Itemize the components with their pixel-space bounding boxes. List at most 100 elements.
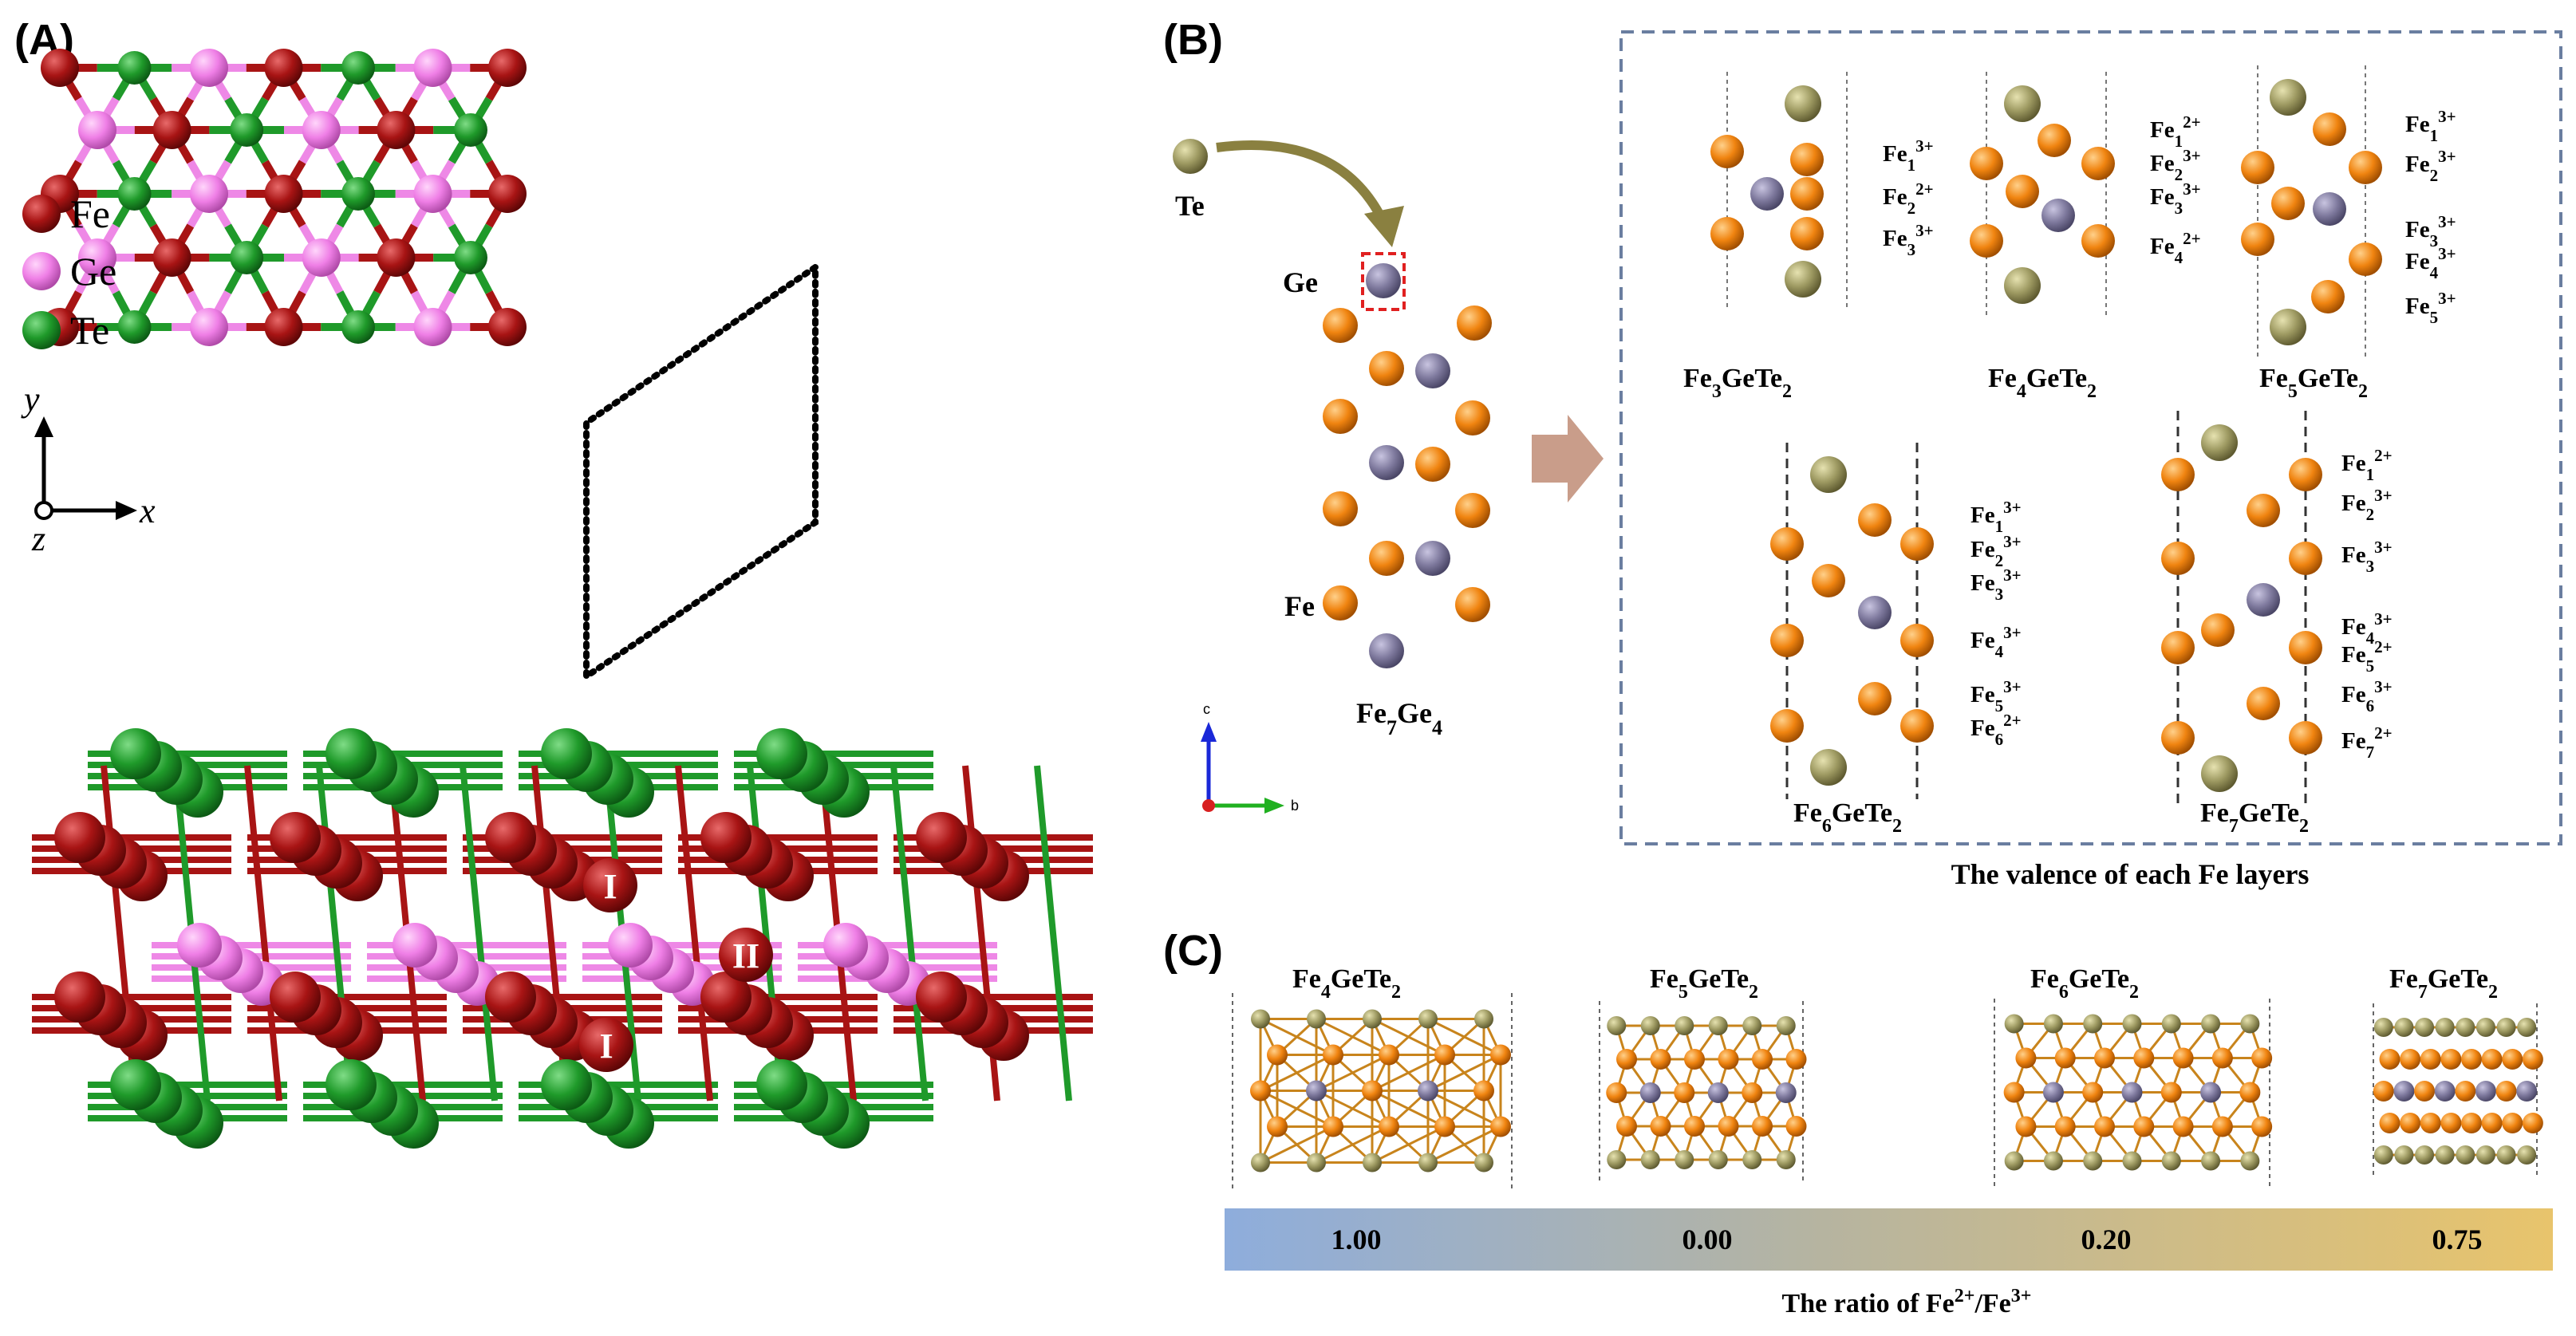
valence-label: Fe43+ — [2405, 244, 2456, 282]
compound-atom — [1810, 749, 1847, 786]
structure-atom — [1434, 1116, 1455, 1137]
structure-atom — [2373, 1145, 2393, 1165]
structure-atom — [2094, 1116, 2115, 1137]
structure-atom — [2042, 1082, 2064, 1103]
lattice-atom-ge — [190, 175, 228, 213]
fe7ge4-atom — [1369, 351, 1404, 386]
lattice-atom-te — [230, 241, 264, 274]
compound-title: Fe3GeTe2 — [1683, 364, 1792, 402]
side-atom-te — [325, 728, 377, 779]
compound-atom — [2289, 542, 2322, 575]
structure-atom — [1490, 1044, 1511, 1066]
compound-atom — [1810, 456, 1847, 493]
lattice-atom-fe — [488, 175, 527, 213]
structure-atom — [2502, 1113, 2523, 1133]
structure-atom — [1675, 1016, 1694, 1035]
structure-atom — [2400, 1113, 2421, 1133]
structure-atom — [1362, 1080, 1383, 1102]
structure-atom — [2201, 1151, 2221, 1171]
valence-label: Fe42+ — [2150, 229, 2201, 267]
legend-a: Fe Ge Te — [22, 191, 116, 353]
structure-atom — [1708, 1016, 1728, 1035]
fe7ge4-atom — [1323, 585, 1358, 621]
structure-title: Fe7GeTe2 — [2389, 964, 2498, 1003]
rod — [675, 765, 713, 1102]
side-atom-te — [756, 728, 807, 779]
structure-atom — [1650, 1049, 1671, 1070]
valence-label: Fe33+ — [2341, 538, 2393, 576]
structure-atom — [2373, 1081, 2394, 1102]
structure-bond — [1260, 1054, 1334, 1092]
valence-label: Fe23+ — [1970, 532, 2022, 570]
lattice-atom-ge — [302, 111, 341, 149]
lattice-atom-fe — [488, 49, 527, 87]
structure-atom — [1640, 1150, 1660, 1169]
structure-atom — [2496, 1018, 2516, 1037]
structure-atom — [1434, 1044, 1455, 1066]
structure-atom — [1379, 1116, 1399, 1137]
lattice-atom-ge — [190, 49, 228, 87]
compound-title: Fe4GeTe2 — [1988, 364, 2097, 402]
structure-atom — [1640, 1016, 1660, 1035]
y-axis-label: y — [21, 380, 40, 419]
structure-atom — [2495, 1081, 2517, 1102]
valence-label: Fe12+ — [2341, 446, 2393, 484]
structure-atom — [1363, 1153, 1382, 1172]
structure-atom — [2211, 1047, 2233, 1069]
structure-atom — [2251, 1047, 2273, 1069]
valence-label: Fe33+ — [1883, 221, 1934, 259]
structure-atom — [2475, 1081, 2496, 1102]
compound-atom — [1785, 85, 1821, 122]
fe7ge4-atom — [1323, 399, 1358, 434]
structure-atom — [2517, 1018, 2537, 1037]
valence-label: Fe33+ — [2405, 212, 2456, 250]
structure-atom — [2161, 1014, 2181, 1034]
valence-label: Fe13+ — [1970, 498, 2022, 536]
valence-label: Fe53+ — [1970, 677, 2022, 715]
side-atom-te — [756, 1059, 807, 1110]
structure-atom — [2004, 1151, 2024, 1171]
compound-atom — [2241, 223, 2274, 256]
rod — [244, 765, 282, 1102]
structure-title: Fe6GeTe2 — [2030, 964, 2139, 1003]
ratio-gradient-bar — [1225, 1208, 2553, 1271]
fe7ge4-atom — [1415, 353, 1450, 388]
te-label: Te — [1175, 190, 1205, 222]
structure-atom — [2122, 1014, 2142, 1034]
structure-atom — [1607, 1016, 1627, 1035]
structure-atom — [1616, 1116, 1637, 1137]
structure-atom — [2456, 1145, 2475, 1165]
valence-label: Fe43+ — [1970, 623, 2022, 661]
structure-atom — [1251, 1009, 1270, 1029]
structure-atom — [2201, 1014, 2221, 1034]
valence-label: Fe52+ — [2341, 637, 2393, 676]
structure-atom — [2251, 1116, 2273, 1137]
structure-atom — [1616, 1049, 1637, 1070]
c-arrow-head — [1201, 722, 1217, 742]
structure-atom — [2133, 1116, 2155, 1137]
structure-atom — [1418, 1153, 1438, 1172]
valence-label: Fe62+ — [1970, 711, 2022, 749]
structure-atom — [2379, 1113, 2400, 1133]
structure-atom — [1742, 1150, 1762, 1169]
compound-atom — [1812, 564, 1845, 597]
structure-atom — [1606, 1082, 1627, 1103]
compound-atom — [2081, 147, 2115, 180]
fe7ge4-atom — [1369, 445, 1404, 480]
compound-atom — [1790, 143, 1824, 176]
compound-atom — [2247, 583, 2280, 617]
valence-label: Fe22+ — [1883, 179, 1934, 218]
compound-atom — [2241, 151, 2274, 184]
structure-atom — [2043, 1014, 2063, 1034]
structure-atom — [1752, 1116, 1773, 1137]
fe7ge4-atom — [1455, 587, 1490, 622]
fe7ge4-atom — [1369, 633, 1404, 668]
compound-atom — [2313, 192, 2346, 226]
side-atom-te — [325, 1059, 377, 1110]
site-labels: I II I — [579, 858, 773, 1072]
lattice-atom-fe — [264, 175, 303, 213]
lattice-atom-te — [117, 177, 152, 211]
structure-atom — [1474, 1009, 1493, 1029]
